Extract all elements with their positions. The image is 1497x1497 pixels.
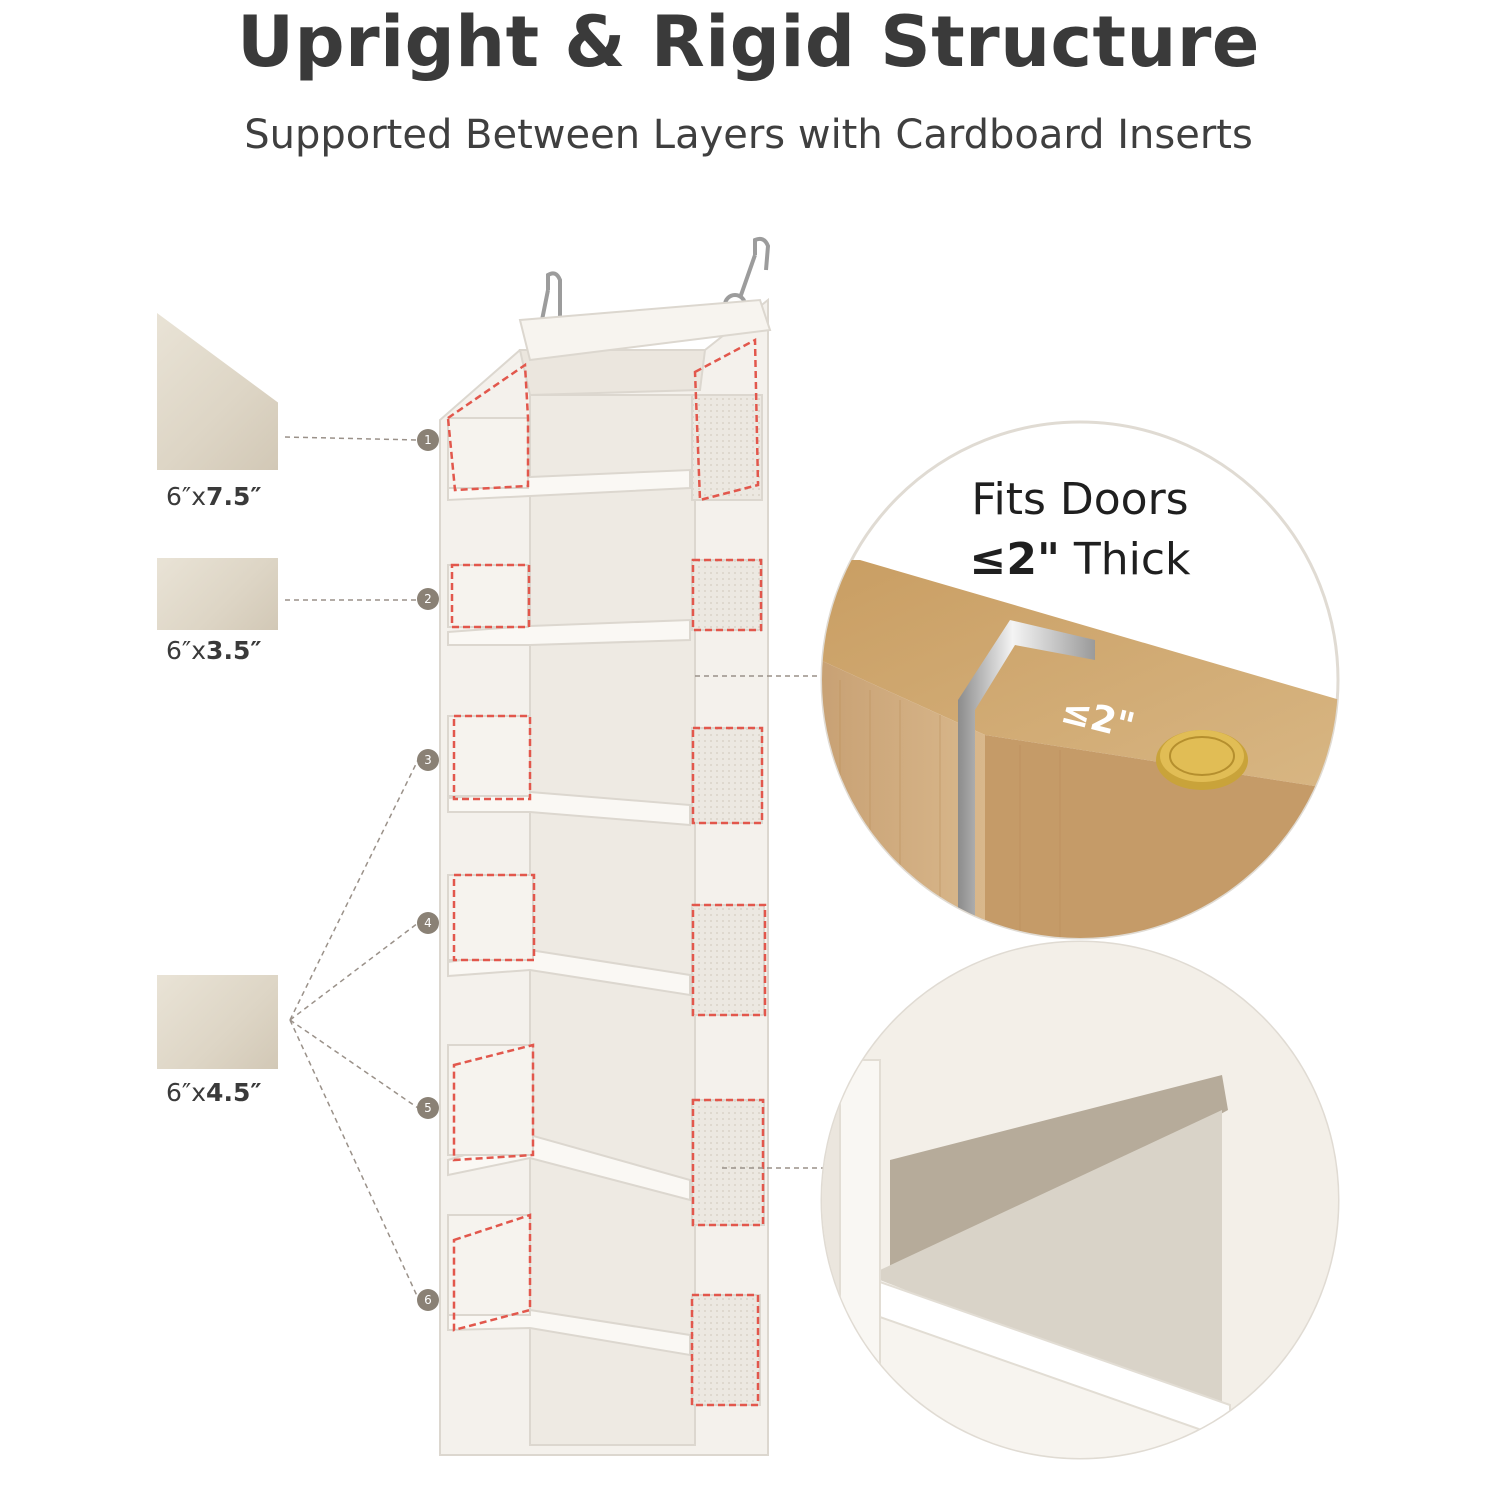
page-title: Upright & Rigid Structure: [237, 1, 1260, 83]
door-organizer: [439, 297, 772, 1456]
svg-text:2: 2: [424, 592, 432, 606]
insert-swatch-medium: [157, 558, 278, 630]
marker-4: 4: [417, 912, 439, 934]
marker-2: 2: [417, 588, 439, 610]
insert-swatch-small: [157, 975, 278, 1069]
marker-3: 3: [417, 749, 439, 771]
door-fit-callout: Fits Doors ≤2" Thick: [900, 470, 1260, 590]
marker-6: 6: [417, 1289, 439, 1311]
svg-text:1: 1: [424, 433, 432, 447]
insert-size-large: 6″x7.5″: [166, 482, 262, 511]
insert-size-small: 6″x4.5″: [166, 1078, 262, 1107]
insert-detail-circle: [820, 940, 1340, 1460]
insert-outlines: [446, 337, 767, 1407]
svg-text:4: 4: [424, 916, 432, 930]
door-fit-line-2: ≤2" Thick: [969, 534, 1191, 585]
marker-5: 5: [417, 1097, 439, 1119]
insert-size-medium: 6″x3.5″: [166, 636, 262, 665]
svg-text:6: 6: [424, 1293, 432, 1307]
page-subtitle: Supported Between Layers with Cardboard …: [244, 112, 1253, 158]
svg-text:3: 3: [424, 753, 432, 767]
svg-text:5: 5: [424, 1101, 432, 1115]
door-fit-line-1: Fits Doors: [971, 474, 1189, 525]
marker-1: 1: [417, 429, 439, 451]
leader-lines: [284, 436, 835, 1299]
